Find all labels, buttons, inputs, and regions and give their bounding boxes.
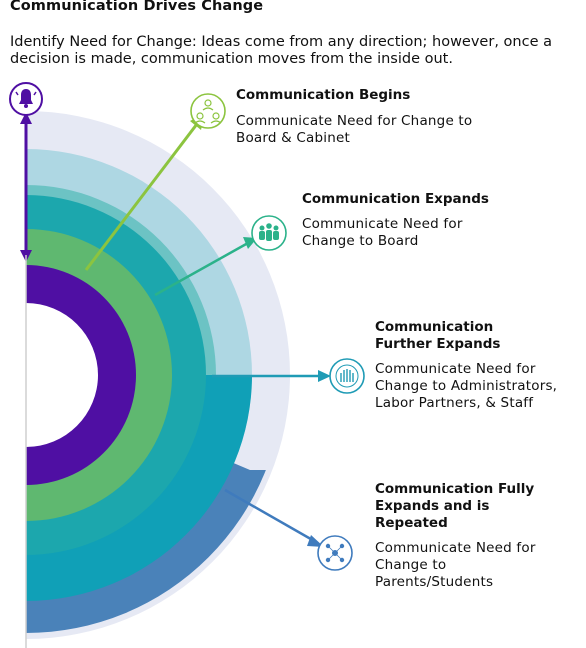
stage-1-title: Communication Begins bbox=[236, 87, 411, 103]
stage-2-title: Communication Expands bbox=[302, 191, 489, 207]
concentric-rings bbox=[26, 111, 290, 639]
connector-3 bbox=[212, 370, 331, 382]
stage-4-description: Communicate Need for Change to Parents/S… bbox=[375, 540, 536, 590]
axis-arrow-up bbox=[20, 112, 32, 124]
intro-text: Identify Need for Change: Ideas come fro… bbox=[10, 34, 552, 67]
people-network-icon bbox=[190, 93, 226, 129]
group-people-icon bbox=[251, 215, 287, 251]
stage-2-description: Communicate Need for Change to Board bbox=[302, 216, 463, 249]
raised-hands-icon bbox=[329, 358, 365, 394]
page-title: Communication Drives Change bbox=[10, 0, 264, 14]
stage-3-description: Communicate Need for Change to Administr… bbox=[375, 361, 558, 411]
stage-1-description: Communicate Need for Change to Board & C… bbox=[236, 113, 473, 146]
ring-center bbox=[26, 303, 98, 447]
community-network-icon bbox=[317, 535, 353, 571]
stage-3-title: Communication Further Expands bbox=[375, 319, 501, 352]
bell-icon bbox=[9, 82, 43, 116]
stage-4-title: Communication Fully Expands and is Repea… bbox=[375, 481, 535, 531]
